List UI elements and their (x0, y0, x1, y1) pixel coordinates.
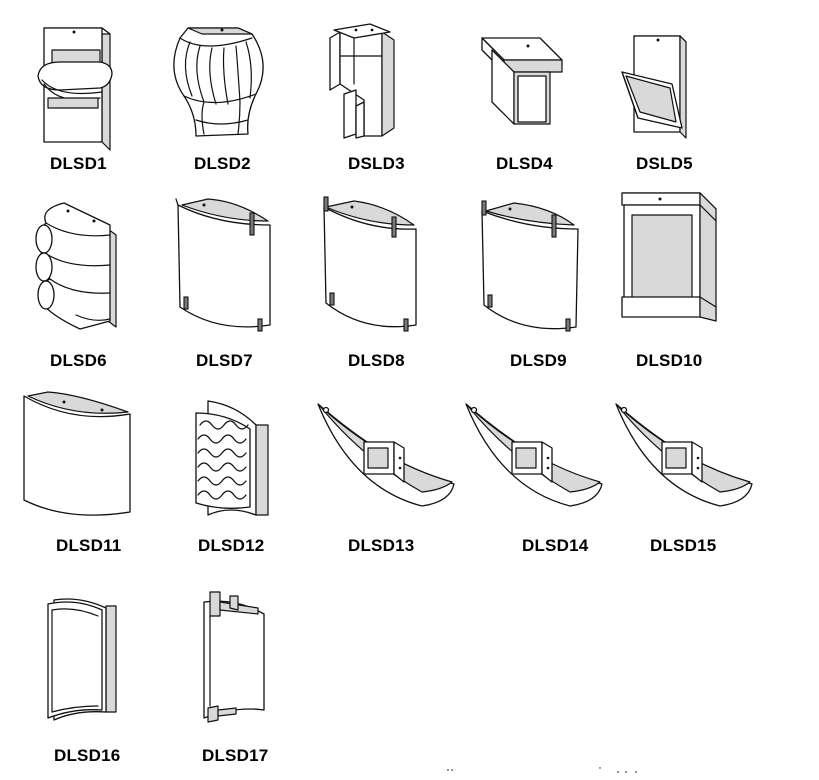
bowl-uplight-sconce-icon (465, 403, 603, 507)
fixture-label: DLSD11 (56, 536, 122, 555)
box-top-panel-sconce-icon (481, 37, 563, 125)
fixture-label: DLSD4 (496, 154, 553, 173)
half-cylinder-framed-sconce-icon (47, 598, 117, 721)
tall-box-tray-sconce-icon (621, 35, 687, 139)
fixture-dlsd11: DLSD11 (18, 388, 148, 568)
rolled-scroll-sconce-icon (35, 202, 117, 330)
fixture-dlsd15: DLSD15 (610, 398, 760, 568)
fixture-label: DLSD12 (198, 536, 265, 555)
fixture-label: DLSD2 (194, 154, 251, 173)
fixture-dlsd4: DLSD4 (470, 10, 580, 190)
bowl-uplight-sconce-icon (317, 403, 455, 507)
fixture-dlsd8: DLSD8 (312, 195, 432, 375)
fixture-dlsd1: DLSD1 (30, 10, 130, 190)
fixture-dlsd16: DLSD16 (40, 588, 150, 768)
fixture-label: DLSD16 (54, 746, 121, 765)
split-panel-sconce-icon (329, 23, 395, 139)
fixture-label: DLSD1 (50, 154, 107, 173)
wave-pattern-cylinder-sconce-icon (195, 400, 269, 516)
fixture-label: DLSD14 (522, 536, 589, 555)
fixture-dlsd10: DLSD10 (614, 185, 734, 375)
fixture-label: DLSD13 (348, 536, 415, 555)
fixture-dlsd6: DLSD6 (20, 195, 130, 375)
fixture-dlsd13: DLSD13 (312, 398, 462, 568)
fixture-label: DSLD3 (348, 154, 405, 173)
fixture-label: DLSD8 (348, 351, 405, 370)
curved-glass-shield-sconce-icon (323, 196, 417, 332)
fixture-dlsd12: DLSD12 (186, 395, 296, 575)
bulbous-ribbed-cage-sconce-icon (173, 27, 264, 137)
fixture-label: DSLD5 (636, 154, 693, 173)
curved-glass-shield-sconce-icon (175, 198, 271, 332)
fixture-label: DLSD15 (650, 536, 717, 555)
fixture-dlsd2: DLSD2 (160, 10, 280, 190)
fixture-dsld3: DSLD3 (320, 10, 420, 190)
rectangular-box-scoop-sconce-icon (37, 27, 113, 151)
half-cylinder-bracket-sconce-icon (203, 591, 265, 723)
fixture-label: DLSD17 (202, 746, 269, 765)
curved-glass-shield-sconce-icon (481, 200, 579, 332)
fixture-label: DLSD10 (636, 351, 703, 370)
fixture-dsld5: DSLD5 (610, 10, 720, 190)
fixture-dlsd14: DLSD14 (460, 398, 610, 568)
fixture-label: DLSD9 (510, 351, 567, 370)
fixture-dlsd17: DLSD17 (196, 588, 306, 768)
fixture-label: DLSD6 (50, 351, 107, 370)
fixture-dlsd9: DLSD9 (470, 195, 590, 375)
fixture-label: DLSD7 (196, 351, 253, 370)
bowl-uplight-sconce-icon (615, 403, 753, 507)
fixture-dlsd7: DLSD7 (168, 195, 288, 375)
wide-curved-shield-sconce-icon (23, 391, 131, 516)
scan-artifact-marks (447, 767, 637, 773)
rectangular-lantern-sconce-icon (621, 192, 717, 322)
